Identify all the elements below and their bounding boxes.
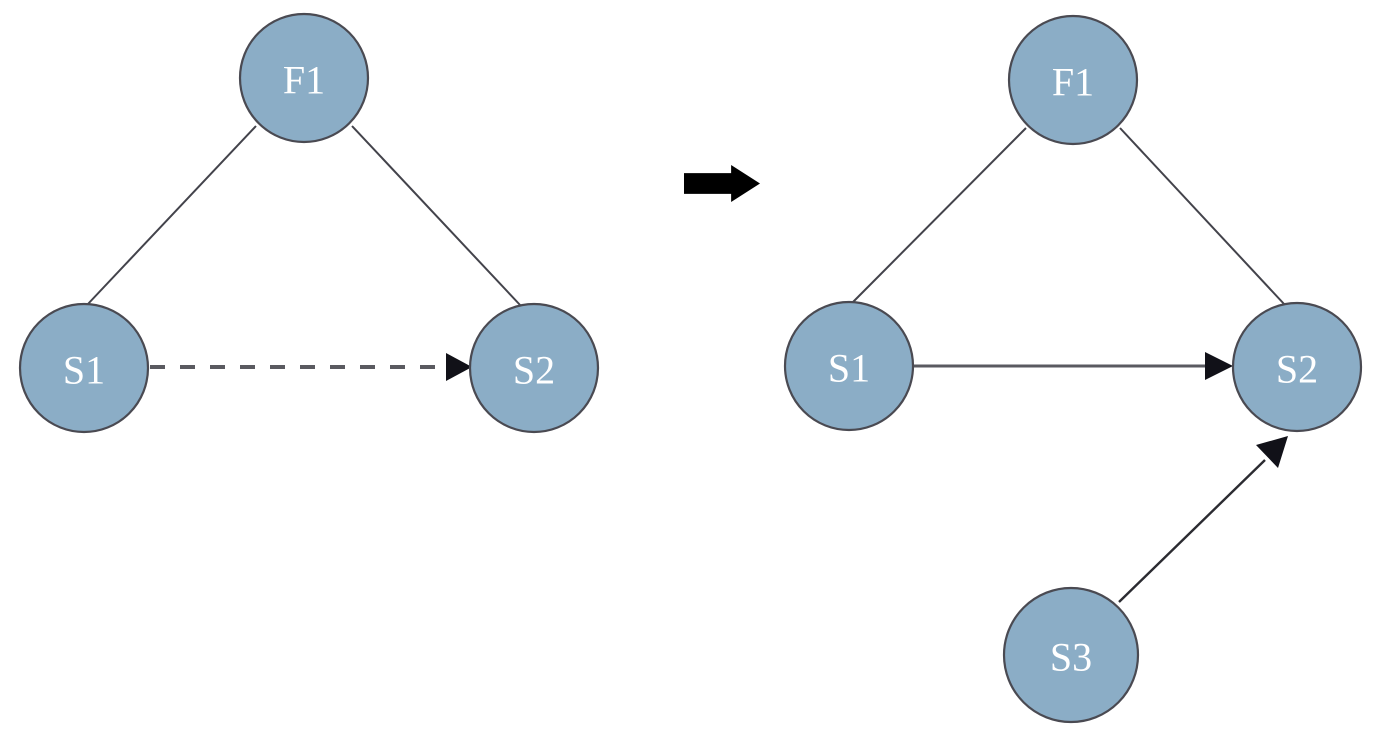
left-graph-before: S2 --> F1 S1 S2 — [18, 12, 600, 434]
node-s1-after[interactable]: S1 — [783, 300, 915, 432]
edge-f1-s1-before — [86, 125, 257, 306]
node-f1-after[interactable]: F1 — [1007, 14, 1139, 146]
node-circle[interactable] — [468, 302, 600, 434]
node-label-s1: S1 — [63, 348, 105, 393]
node-s2-before[interactable]: S2 — [468, 302, 600, 434]
edge-f1-s1-after — [852, 127, 1027, 303]
arrowhead-icon — [446, 353, 472, 381]
arrowhead-icon — [1256, 436, 1288, 468]
node-circle[interactable] — [1007, 14, 1139, 146]
transform-arrow-icon — [684, 165, 760, 202]
node-label-s3: S3 — [1050, 635, 1092, 680]
node-label-s2: S2 — [1276, 347, 1318, 392]
node-circle[interactable] — [1002, 586, 1140, 724]
edge-f1-s2-after — [1119, 127, 1286, 306]
node-s2-after[interactable]: S2 — [1231, 301, 1363, 433]
node-label-s1: S1 — [828, 346, 870, 391]
node-circle[interactable] — [18, 302, 150, 434]
node-circle[interactable] — [783, 300, 915, 432]
node-label-s2: S2 — [513, 348, 555, 393]
node-circle[interactable] — [1231, 301, 1363, 433]
edge-f1-s2-before — [351, 125, 522, 307]
edge-s1-s2-before-dashed — [150, 353, 472, 381]
node-s3-after[interactable]: S3 — [1002, 586, 1140, 724]
node-f1-before[interactable]: F1 — [238, 12, 370, 144]
edge-s3-s2-after — [1118, 436, 1288, 603]
node-label-f1: F1 — [1052, 60, 1094, 105]
edge-s1-s2-after — [913, 352, 1233, 380]
node-s1-before[interactable]: S1 — [18, 302, 150, 434]
node-label-f1: F1 — [283, 58, 325, 103]
right-graph-after: S2 --> S2 --> F1 S1 — [783, 14, 1363, 724]
arrowhead-icon — [1205, 352, 1233, 380]
node-circle[interactable] — [238, 12, 370, 144]
